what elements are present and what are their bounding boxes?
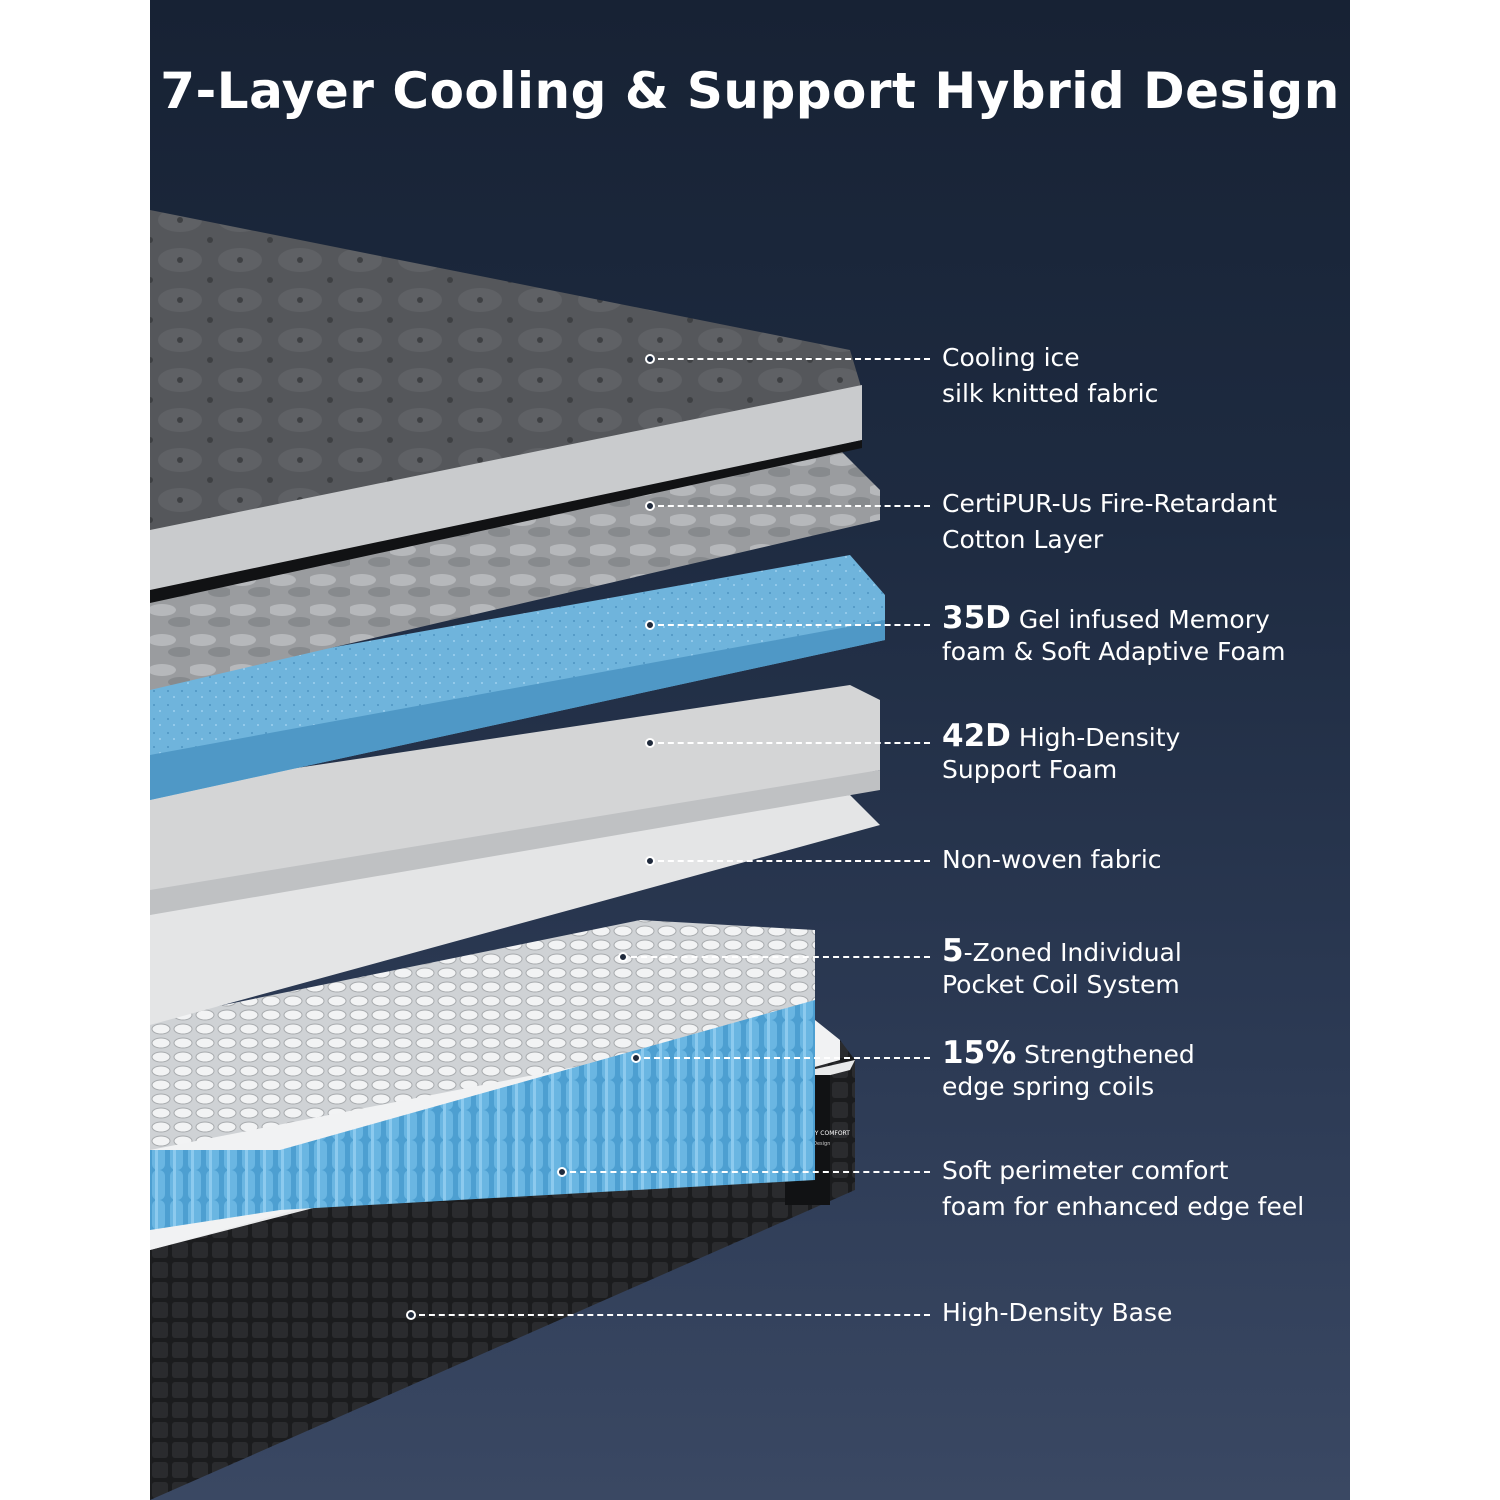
callout-line2: silk knitted fabric — [942, 379, 1159, 408]
callout-leader-9 — [419, 1314, 930, 1316]
callout-emphasis: 35D — [942, 600, 1011, 636]
callout-leader-2 — [658, 505, 930, 507]
callout-line2: Pocket Coil System — [942, 970, 1180, 999]
callout-line1: 15% Strengthened — [942, 1035, 1195, 1071]
infographic-panel: LUXURY COMFORT Hybrid Design 7-Layer Coo… — [150, 0, 1350, 1500]
brand-tag-line1: LUXURY COMFORT — [795, 1130, 850, 1137]
callout-marker-7 — [631, 1053, 641, 1063]
callout-marker-5 — [645, 856, 655, 866]
callout-line1: High-Density Base — [942, 1298, 1173, 1327]
callout-leader-8 — [570, 1171, 930, 1173]
callout-leader-4 — [658, 742, 930, 744]
callout-line1: 42D High-Density — [942, 718, 1181, 754]
headline: 7-Layer Cooling & Support Hybrid Design — [160, 62, 1340, 120]
callout-marker-4 — [645, 738, 655, 748]
callout-line2: foam for enhanced edge feel — [942, 1192, 1305, 1221]
callout-marker-3 — [645, 620, 655, 630]
callout-marker-6 — [618, 952, 628, 962]
callout-line2: Support Foam — [942, 755, 1118, 784]
callout-support-foam: 42D High-Density Support Foam — [942, 720, 1180, 786]
callout-marker-2 — [645, 501, 655, 511]
callout-leader-5 — [658, 860, 930, 862]
callout-line1: Cooling ice — [942, 343, 1080, 372]
callout-non-woven-fabric: Non-woven fabric — [942, 842, 1162, 878]
callout-perimeter-foam: Soft perimeter comfort foam for enhanced… — [942, 1153, 1304, 1225]
callout-cover-fabric: Cooling ice silk knitted fabric — [942, 340, 1158, 412]
callout-pocket-coils: 5-Zoned Individual Pocket Coil System — [942, 935, 1182, 1001]
callout-line1: 35D Gel infused Memory — [942, 600, 1270, 636]
callout-edge-coils: 15% Strengthened edge spring coils — [942, 1037, 1195, 1103]
callout-line1: 5-Zoned Individual — [942, 933, 1182, 969]
callout-line2: edge spring coils — [942, 1072, 1155, 1101]
callout-gel-memory-foam: 35D Gel infused Memory foam & Soft Adapt… — [942, 602, 1285, 668]
callout-leader-1 — [658, 358, 930, 360]
callout-marker-1 — [645, 354, 655, 364]
callout-line2: Cotton Layer — [942, 525, 1104, 554]
callout-leader-7 — [644, 1057, 930, 1059]
callout-base: High-Density Base — [942, 1295, 1172, 1331]
callout-line1: Soft perimeter comfort — [942, 1156, 1229, 1185]
callout-emphasis: 42D — [942, 718, 1011, 754]
callout-marker-9 — [406, 1310, 416, 1320]
callout-emphasis: 5 — [942, 933, 964, 969]
callout-emphasis: 15% — [942, 1035, 1017, 1071]
callout-marker-8 — [557, 1167, 567, 1177]
callout-line1: CertiPUR-Us Fire-Retardant — [942, 489, 1277, 518]
callout-line2: foam & Soft Adaptive Foam — [942, 637, 1286, 666]
callout-leader-3 — [658, 624, 930, 626]
callout-line1: Non-woven fabric — [942, 845, 1162, 874]
callout-leader-6 — [631, 956, 930, 958]
callout-cotton-layer: CertiPUR-Us Fire-Retardant Cotton Layer — [942, 486, 1277, 558]
